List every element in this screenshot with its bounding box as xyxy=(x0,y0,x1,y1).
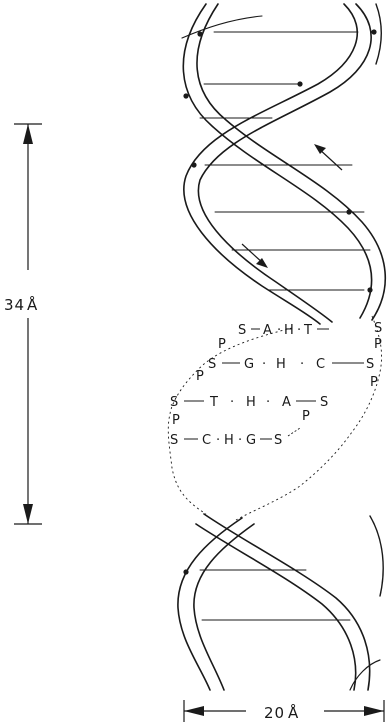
strand-dot xyxy=(183,569,189,575)
svg-text:P: P xyxy=(302,409,310,424)
svg-text:C: C xyxy=(316,357,326,372)
strand-dot xyxy=(183,93,189,99)
svg-text:S: S xyxy=(170,433,179,448)
svg-text:G: G xyxy=(246,433,257,448)
svg-text:·: · xyxy=(277,323,282,338)
svg-text:·: · xyxy=(230,395,235,410)
svg-text:A: A xyxy=(263,323,272,338)
arrow-down-head xyxy=(256,258,268,268)
svg-text:S: S xyxy=(274,433,283,448)
pitch-arrowhead-bottom xyxy=(23,504,33,524)
strand-a-edge-1 xyxy=(182,3,373,319)
svg-text:P: P xyxy=(374,337,382,352)
svg-text:T: T xyxy=(209,395,218,410)
pitch-label: 34 xyxy=(4,296,25,314)
strand-dot xyxy=(367,287,373,293)
pitch-arrowhead-top xyxy=(23,124,33,144)
width-arrowhead-right xyxy=(364,706,384,716)
base-pair-row-1: P S A · H · T S xyxy=(218,321,383,352)
width-arrowhead-left xyxy=(184,706,204,716)
svg-text:H: H xyxy=(246,395,256,410)
svg-text:H: H xyxy=(284,323,294,338)
svg-text:P: P xyxy=(196,369,204,384)
svg-text:S: S xyxy=(320,395,329,410)
svg-text:P: P xyxy=(172,413,180,428)
strand-dot xyxy=(346,209,352,215)
strand-d-edge-1 xyxy=(195,523,357,691)
svg-text:·: · xyxy=(266,395,271,410)
svg-text:C: C xyxy=(202,433,212,448)
strand-a-edge-2 xyxy=(196,3,387,321)
strand-dot xyxy=(197,31,203,37)
svg-text:·: · xyxy=(300,357,305,372)
svg-text:S: S xyxy=(208,357,217,372)
svg-text:G: G xyxy=(244,357,255,372)
strand-dot xyxy=(297,81,303,87)
svg-text:S: S xyxy=(238,323,247,338)
strand-dot xyxy=(191,162,197,168)
strand-d-edge-2 xyxy=(203,513,371,691)
svg-text:H: H xyxy=(276,357,286,372)
base-pair-row-3: S T · H · A S P P xyxy=(170,395,329,428)
svg-text:S: S xyxy=(366,357,375,372)
svg-text:A: A xyxy=(282,395,291,410)
width-label: 20 xyxy=(264,704,285,722)
strand-b-edge-2 xyxy=(197,3,372,323)
svg-text:P: P xyxy=(218,337,226,352)
base-pair-row-2: P S G · H · C S P P xyxy=(196,337,382,390)
direction-arrows xyxy=(241,144,343,268)
width-unit: Å xyxy=(288,703,299,722)
strand-c-edge-1 xyxy=(177,517,243,691)
svg-text:T: T xyxy=(303,323,312,338)
width-dimension: 20 Å xyxy=(183,700,385,722)
base-pair-section: P S A · H · T S P S G · H · C S P P xyxy=(167,315,383,521)
strand-dot xyxy=(371,29,377,35)
strand-c-edge-2 xyxy=(193,523,255,691)
svg-text:H: H xyxy=(224,433,234,448)
pitch-unit: Å xyxy=(27,295,38,314)
upper-rungs xyxy=(199,31,371,291)
svg-text:·: · xyxy=(262,357,267,372)
helix-lower xyxy=(177,513,384,691)
left-backbone xyxy=(167,327,293,515)
strand-b-edge-1 xyxy=(183,3,359,325)
svg-text:P: P xyxy=(370,375,378,390)
arrow-up-head xyxy=(314,144,326,154)
pitch-dimension: 34 Å xyxy=(4,123,42,525)
helix-upper xyxy=(181,3,387,325)
lower-rungs xyxy=(199,569,351,621)
svg-text:·: · xyxy=(216,433,221,448)
svg-text:·: · xyxy=(297,323,302,338)
svg-text:S: S xyxy=(374,321,383,336)
svg-text:S: S xyxy=(170,395,179,410)
svg-text:·: · xyxy=(238,433,243,448)
base-pair-row-4: S C · H · G S xyxy=(170,427,301,448)
